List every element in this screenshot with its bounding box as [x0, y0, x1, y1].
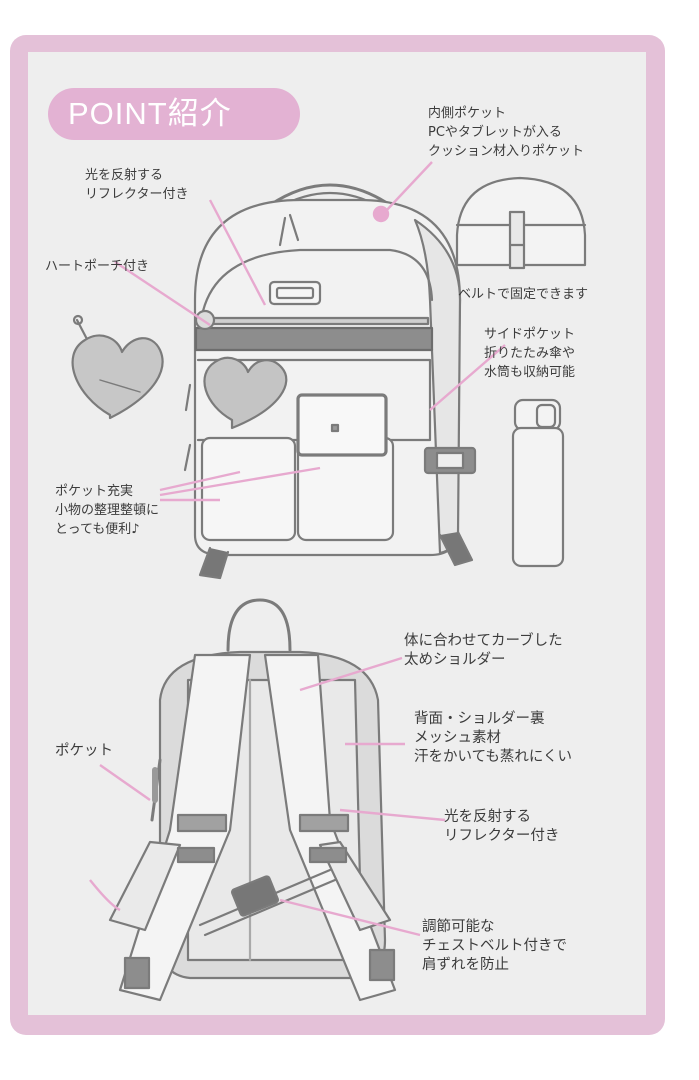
water-bottle-drawing — [511, 398, 565, 568]
label-pockets-many: ポケット充実 小物の整理整頓に とっても便利♪ — [55, 484, 160, 537]
label-inner-pocket: 内側ポケット PCやタブレットが入る クッション材入りポケット — [428, 106, 585, 159]
label-chest-belt: 調節可能な チェストベルト付きで 肩ずれを防止 — [422, 919, 567, 973]
label-curved-shoulder: 体に合わせてカーブした 太めショルダー — [404, 633, 563, 668]
label-reflector-bottom: 光を反射する リフレクター付き — [444, 809, 560, 844]
point-badge: POINT紹介 — [48, 88, 300, 140]
back-backpack-drawing — [108, 598, 397, 1002]
heart-pouch-drawing — [71, 314, 164, 420]
label-reflector-top: 光を反射する リフレクター付き — [85, 168, 189, 202]
label-heart-pouch: ハートポーチ付き — [45, 259, 150, 274]
leader-lines — [89, 161, 506, 937]
label-back-mesh: 背面・ショルダー裏 メッシュ素材 汗をかいても蒸れにくい — [414, 711, 573, 765]
label-belt-fixed: ベルトで固定できます — [458, 287, 589, 302]
label-back-pocket: ポケット — [55, 743, 113, 759]
label-side-pocket: サイドポケット 折りたたみ傘や 水筒も収納可能 — [484, 327, 576, 380]
inner-pocket-drawing — [455, 176, 587, 270]
front-backpack-drawing — [183, 183, 477, 580]
